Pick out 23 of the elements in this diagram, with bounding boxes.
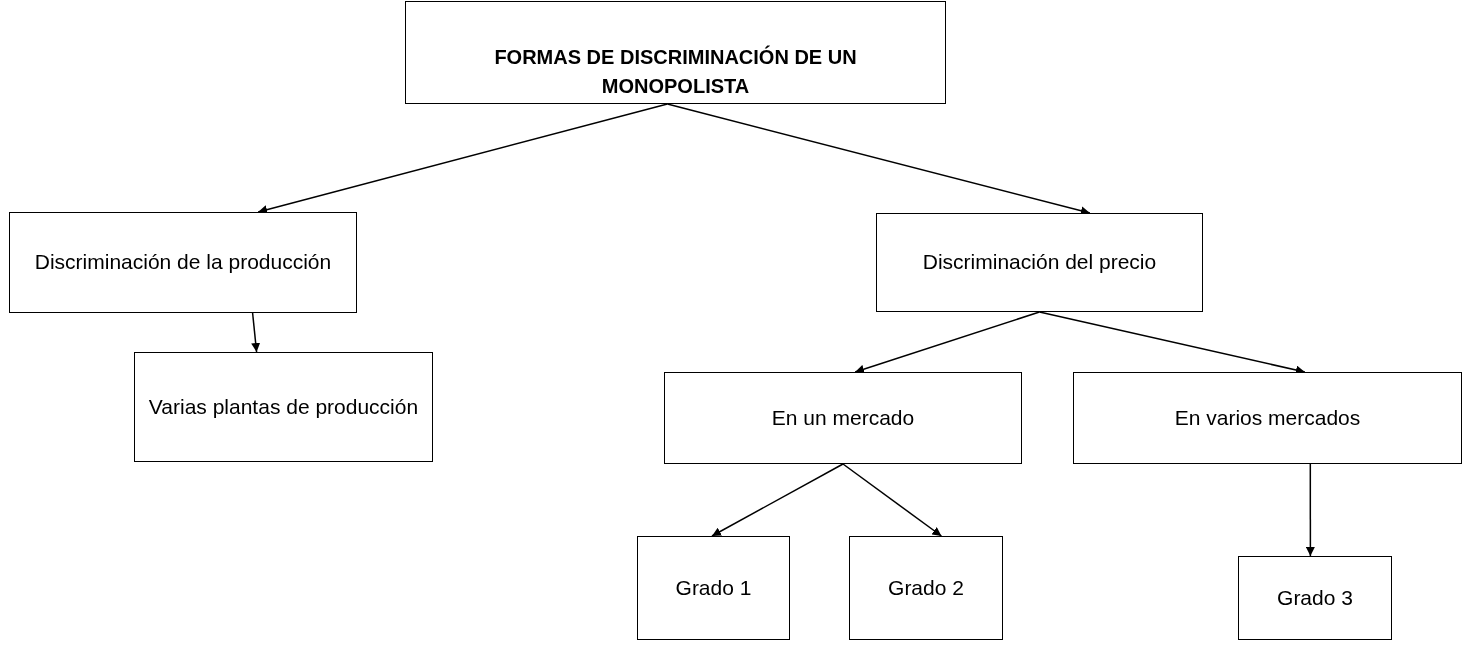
box-label: En un mercado	[771, 404, 915, 431]
arrow	[251, 312, 261, 353]
process-box	[1238, 556, 1392, 640]
box-label: Grado 3	[1277, 584, 1353, 611]
process-box	[134, 352, 433, 462]
box-label: Grado 1	[675, 574, 752, 601]
process-box	[664, 372, 1022, 464]
box-label: Discriminación del precio	[922, 249, 1157, 276]
process-box	[9, 212, 357, 313]
box-label: Varias plantas de producción	[148, 393, 419, 420]
process-box	[876, 213, 1203, 312]
arrow	[854, 311, 1041, 374]
box-label: Grado 2	[888, 574, 964, 601]
title-box	[405, 1, 946, 104]
arrow	[711, 463, 844, 537]
box-label: Discriminación de la producción	[34, 249, 332, 276]
arrow	[842, 463, 943, 537]
process-box	[849, 536, 1003, 640]
process-box	[1073, 372, 1462, 464]
process-box	[637, 536, 790, 640]
title-text: FORMAS DE DISCRIMINACIÓN DE UN MONOPOLISTA	[493, 44, 858, 99]
box-label: En varios mercados	[1174, 404, 1361, 431]
arrow	[1305, 463, 1315, 557]
